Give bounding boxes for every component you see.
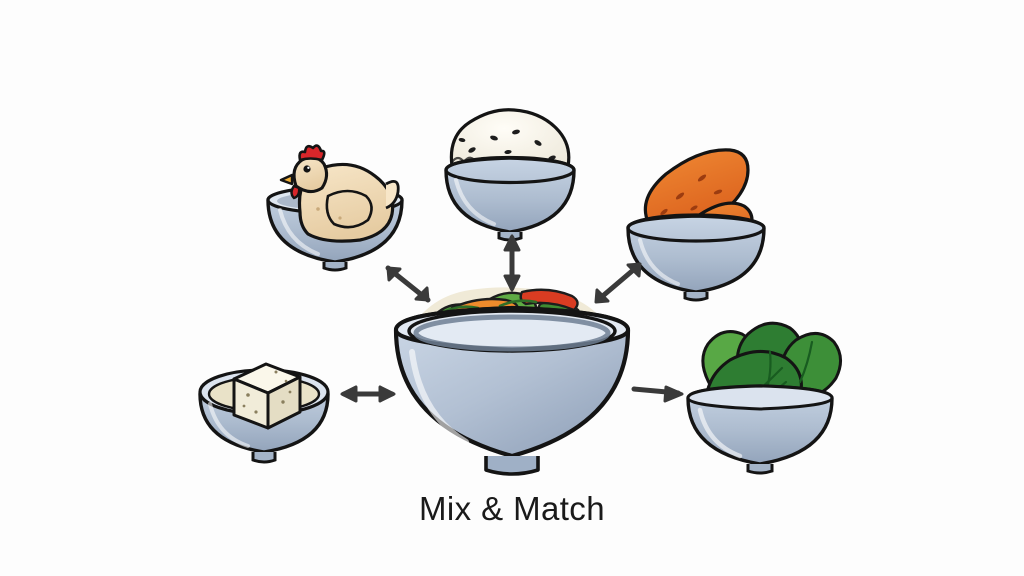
arrow-chicken-to-center: [385, 265, 431, 303]
tofu-cube-illustration: [232, 362, 302, 430]
tofu-bowl: [198, 362, 330, 464]
chicken-bowl: [266, 144, 404, 272]
rice-bowl: [444, 108, 576, 242]
page-title: Mix & Match: [419, 490, 605, 527]
arrow-center-to-greens: [631, 385, 684, 403]
arrow-sweet-potato-to-center: [594, 262, 642, 304]
sweet-potato-speckles: [660, 174, 723, 216]
arrow-group: [340, 234, 684, 403]
stir-fry-bowl: [393, 287, 631, 476]
sweet-potato-bowl: [626, 148, 766, 302]
sweet-potato-bowl-vessel: [626, 213, 766, 302]
arrow-tofu-to-center: [340, 385, 396, 403]
rice-bowl-vessel: [444, 155, 576, 242]
arrow-rice-to-center: [503, 234, 521, 292]
chicken-illustration: [279, 144, 400, 243]
chicken-eye-icon: [303, 165, 311, 173]
stir-fry-bowl-vessel: [393, 305, 631, 476]
chicken-comb-icon: [298, 144, 326, 162]
leafy-greens-bowl: [686, 321, 842, 475]
greens-bowl-vessel: [686, 384, 834, 475]
